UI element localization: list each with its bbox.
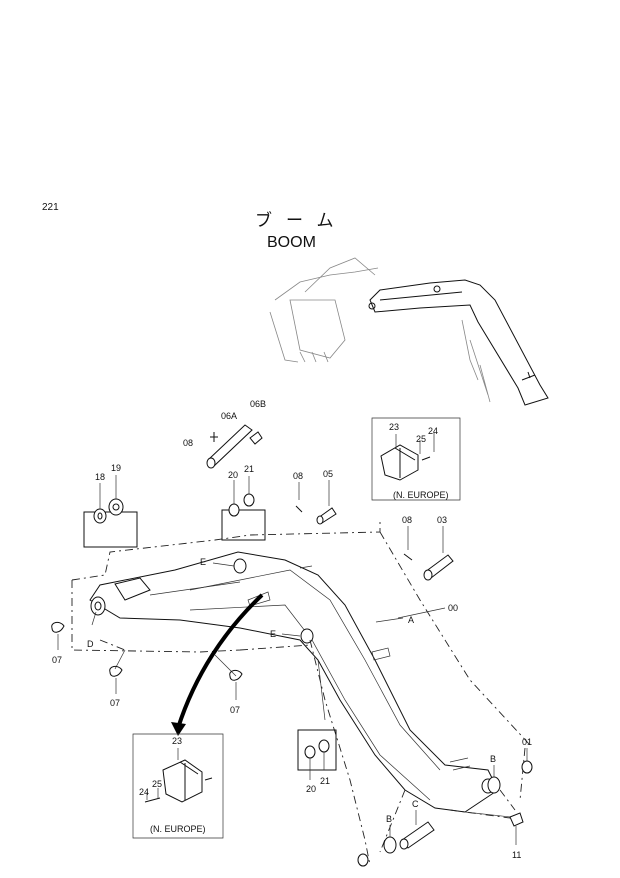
lock-pin-08 <box>210 432 218 442</box>
label-07-left: 07 <box>52 655 62 665</box>
label-00: 00 <box>448 603 458 613</box>
label-E-mid: E <box>270 629 276 639</box>
label-D: D <box>87 639 94 649</box>
assembly-outline <box>71 520 531 866</box>
detail-arrow <box>176 593 264 729</box>
label-11: 11 <box>512 850 521 860</box>
detail-arrow-head <box>171 722 186 736</box>
label-18: 18 <box>95 472 105 482</box>
washer-18 <box>93 508 107 524</box>
assembly-outline-2 <box>379 747 526 853</box>
title-english: BOOM <box>267 234 316 251</box>
lock-pin-08-b <box>295 505 303 513</box>
region-note-top: (N. EUROPE) <box>393 490 449 500</box>
nut-01-top <box>521 760 533 774</box>
label-24-bottom: 24 <box>139 787 149 797</box>
snap-ring-07-right <box>229 669 243 681</box>
label-23-bottom: 23 <box>172 736 182 746</box>
boom-body <box>89 551 499 813</box>
snap-ring-07-mid <box>109 665 123 677</box>
label-07-mid: 07 <box>110 698 120 708</box>
bolt-06B <box>249 431 263 445</box>
label-23-top: 23 <box>389 422 399 432</box>
label-25-top: 25 <box>416 434 426 444</box>
label-C: C <box>412 799 419 809</box>
label-19: 19 <box>111 463 121 473</box>
washer-19 <box>108 498 124 516</box>
label-08-right: 08 <box>402 515 412 525</box>
label-06B: 06B <box>250 399 266 409</box>
nut-01-bottom <box>357 853 369 867</box>
box-18-19 <box>83 511 138 548</box>
box-n-europe-top <box>371 417 461 501</box>
label-20-bottom: 20 <box>306 784 316 794</box>
bushing-b-right <box>487 776 501 794</box>
label-21-top: 21 <box>244 464 254 474</box>
label-08-mid: 08 <box>293 471 303 481</box>
label-25-bottom: 25 <box>152 779 162 789</box>
snap-ring-07-left <box>51 621 65 633</box>
box-20-21-lower <box>297 729 337 771</box>
title-japanese: ブーム <box>255 210 348 230</box>
label-B-right: B <box>490 754 496 764</box>
label-A: A <box>408 615 414 625</box>
label-06A: 06A <box>221 411 237 421</box>
machine-overview-sketch <box>269 257 549 406</box>
cover-23-bottom <box>162 759 203 803</box>
label-03: 03 <box>437 515 447 525</box>
box-n-europe-bottom <box>132 733 224 839</box>
label-01: 01 <box>522 737 532 747</box>
label-B-bottom: B <box>386 814 392 824</box>
label-21-bottom: 21 <box>320 776 330 786</box>
pin-06A <box>206 424 253 469</box>
label-07-right: 07 <box>230 705 240 715</box>
label-20-top: 20 <box>228 470 238 480</box>
pin-03 <box>423 554 454 581</box>
pin-05 <box>316 507 337 525</box>
lock-pin-08-c <box>403 553 413 561</box>
label-E-top: E <box>200 557 206 567</box>
region-note-bottom: (N. EUROPE) <box>150 824 206 834</box>
label-05: 05 <box>323 469 333 479</box>
label-08-top: 08 <box>183 438 193 448</box>
page-number: 221 <box>42 202 59 213</box>
grease-fitting-11 <box>509 812 524 827</box>
label-24-top: 24 <box>428 426 438 436</box>
box-20-21-upper <box>221 509 266 541</box>
leader-lines <box>91 562 521 819</box>
bushing-b-lower <box>383 836 397 854</box>
